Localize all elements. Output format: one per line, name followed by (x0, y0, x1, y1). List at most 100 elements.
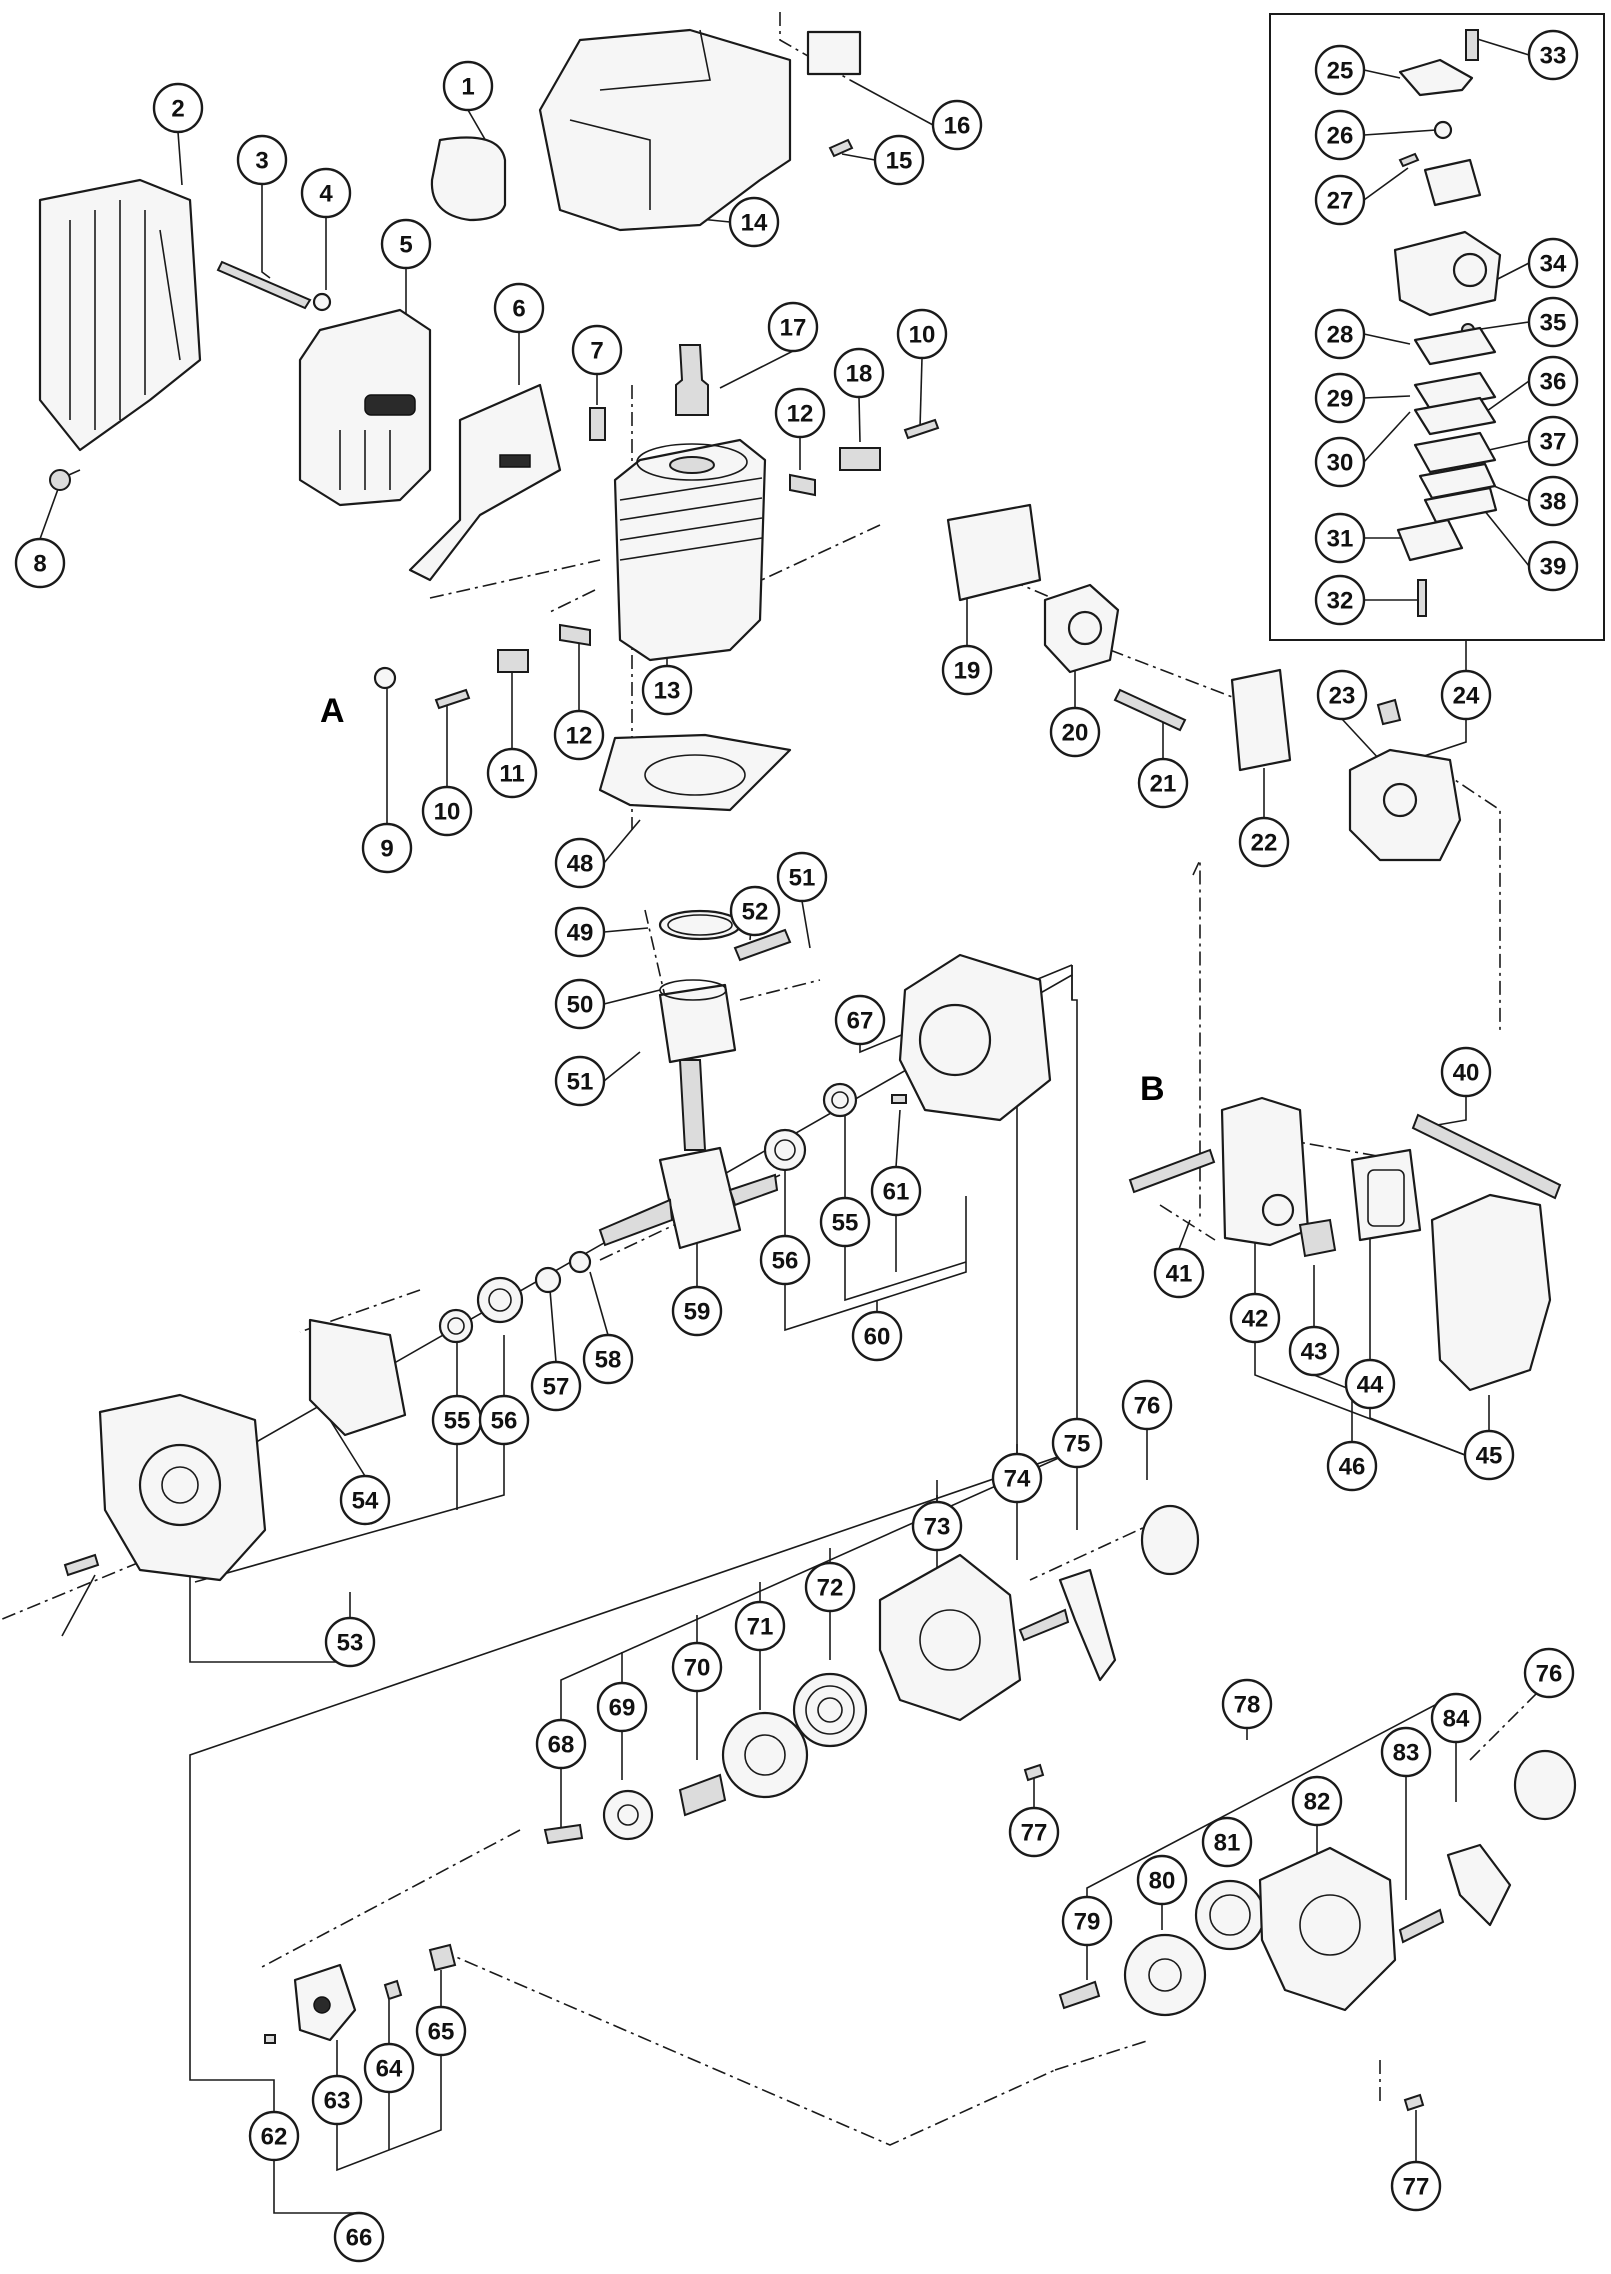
callout-number: 73 (924, 1514, 951, 1541)
callout-number: 53 (337, 1630, 364, 1657)
callout-circle (1463, 1429, 1515, 1481)
callout-circle (1527, 415, 1579, 467)
callout-55: 55 (431, 1394, 483, 1446)
callout-circle (380, 218, 432, 270)
callout-circle (1527, 237, 1579, 289)
callout-75: 75 (1051, 1417, 1103, 1469)
callout-61: 61 (870, 1165, 922, 1217)
callout-circle (478, 1394, 530, 1446)
callout-circle (1008, 1806, 1060, 1858)
callout-4: 4 (300, 167, 352, 219)
callout-55: 55 (819, 1196, 871, 1248)
part-55-seal (822, 1082, 858, 1118)
callout-76: 76 (1121, 1379, 1173, 1431)
carburetor-detail-frame (1269, 13, 1605, 641)
callout-circle (311, 2074, 363, 2126)
callout-circle (1314, 109, 1366, 161)
callout-number: 80 (1149, 1868, 1176, 1895)
part-76-disc (1140, 1504, 1200, 1576)
part-12-spacer-b (559, 623, 591, 647)
callout-51: 51 (554, 1055, 606, 1107)
part-12-spacer (789, 473, 816, 497)
section-letters: AB (320, 692, 1165, 1108)
callout-circle (1288, 1325, 1340, 1377)
part-48-gasket (598, 733, 792, 812)
callout-circle (1430, 1692, 1482, 1744)
callout-number: 21 (1150, 771, 1177, 798)
callout-circle (1049, 706, 1101, 758)
callout-74: 74 (991, 1452, 1043, 1504)
callout-73: 73 (911, 1500, 963, 1552)
callout-circle (535, 1718, 587, 1770)
callout-82: 82 (1291, 1775, 1343, 1827)
part-82-starter-case (1258, 1846, 1397, 2012)
callout-number: 7 (590, 338, 603, 365)
part-14-top-cover (538, 28, 792, 232)
part-carb-lever (1423, 158, 1482, 207)
callout-17: 17 (767, 301, 819, 353)
callout-number: 76 (1134, 1393, 1161, 1420)
callout-circle (1523, 1647, 1575, 1699)
callout-circle (339, 1474, 391, 1526)
callout-number: 70 (684, 1655, 711, 1682)
part-23-knob (1376, 698, 1402, 726)
callout-circle (1326, 1440, 1378, 1492)
part-6-gasket (408, 383, 562, 582)
callout-57: 57 (530, 1360, 582, 1412)
callout-circle (530, 1360, 582, 1412)
callout-number: 51 (789, 865, 816, 892)
part-10-screw-b (434, 688, 471, 710)
part-73-starter-case (878, 1553, 1022, 1722)
callout-circle (1344, 1358, 1396, 1410)
callout-circle (1380, 1726, 1432, 1778)
callout-circle (804, 1561, 856, 1613)
part-42-housing (1220, 1096, 1310, 1247)
callout-7: 7 (571, 324, 623, 376)
callout-number: 28 (1327, 322, 1354, 349)
part-81-spring (1194, 1879, 1266, 1951)
callout-number: 56 (491, 1408, 518, 1435)
part-25-bracket (1398, 58, 1474, 97)
callout-circle (1314, 44, 1366, 96)
callout-circle (1221, 1678, 1273, 1730)
part-41-pipe (1128, 1148, 1216, 1194)
callout-circle (851, 1310, 903, 1362)
callout-circle (1440, 1046, 1492, 1098)
callout-number: 10 (434, 799, 461, 826)
callout-circle (1440, 669, 1492, 721)
callout-number: 48 (567, 851, 594, 878)
callout-65: 65 (415, 2005, 467, 2057)
callout-44: 44 (1344, 1358, 1396, 1410)
callout-circle (1527, 540, 1579, 592)
callout-circle (1136, 1854, 1188, 1906)
callout-11: 11 (486, 747, 538, 799)
callout-circle (1229, 1292, 1281, 1344)
part-9-washer (373, 666, 397, 690)
callout-circle (442, 60, 494, 112)
callout-number: 62 (261, 2124, 288, 2151)
part-shapes (38, 28, 1577, 2112)
callout-circle (582, 1333, 634, 1385)
callout-58: 58 (582, 1333, 634, 1385)
callout-number: 9 (380, 836, 393, 863)
callout-8: 8 (14, 537, 66, 589)
part-45-cover (1430, 1193, 1552, 1392)
callout-52: 52 (729, 885, 781, 937)
part-18-clamp (839, 447, 881, 471)
callout-number: 31 (1327, 526, 1354, 553)
callout-number: 6 (512, 296, 525, 323)
callout-circle (571, 324, 623, 376)
part-33-screw (1465, 29, 1479, 61)
callout-28: 28 (1314, 308, 1366, 360)
callout-circle (553, 709, 605, 761)
callout-number: 66 (346, 2225, 373, 2252)
callout-2: 2 (152, 82, 204, 134)
callout-number: 54 (352, 1488, 379, 1515)
callout-circle (1061, 1895, 1113, 1947)
callout-60: 60 (851, 1310, 903, 1362)
callout-circle (361, 822, 413, 874)
callout-59: 59 (671, 1285, 723, 1337)
callout-number: 55 (832, 1210, 859, 1237)
callout-56: 56 (759, 1234, 811, 1286)
callout-33: 33 (1527, 29, 1579, 81)
